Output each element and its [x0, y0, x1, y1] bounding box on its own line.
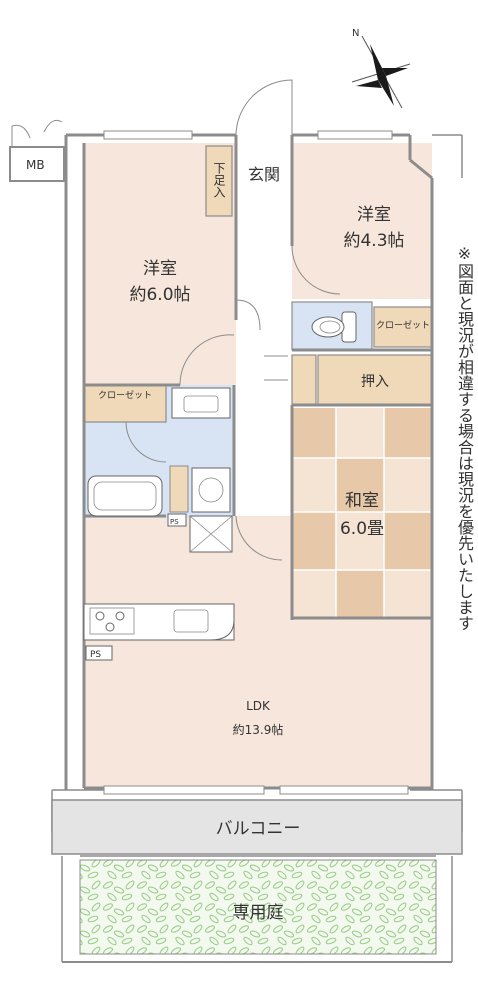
garden-label: 専用庭 [233, 903, 284, 923]
closet-right-label: クローゼット [376, 319, 430, 331]
western-large-size: 約6.0帖 [129, 285, 190, 305]
shoe-storage [205, 145, 233, 217]
washing-machine-icon [191, 467, 231, 513]
closet-left [83, 384, 167, 423]
small-storage [291, 354, 317, 406]
ps-shaft-lower: PS [85, 645, 113, 661]
storage-near-bath [169, 465, 189, 513]
western-small-name: 洋室 [357, 205, 391, 225]
kitchen-counter [83, 603, 235, 641]
ps-shaft-upper: PS [167, 513, 233, 553]
compass-icon: N [351, 28, 411, 109]
garden [79, 859, 437, 955]
room-western-small [292, 143, 432, 299]
balcony-label: バルコニー [216, 819, 301, 839]
ldk-size: 約13.9帖 [233, 722, 284, 737]
shoe-storage-label: 下足入 [212, 162, 226, 198]
washbasin-icon [171, 387, 231, 419]
entrance-hall [236, 160, 292, 516]
closet-right [373, 306, 433, 348]
bathtub-icon [87, 475, 163, 517]
toilet-icon [311, 311, 357, 343]
mb-label: MB [26, 158, 45, 172]
japanese-size: 6.0畳 [340, 519, 384, 539]
ps-upper-label: PS [170, 518, 179, 526]
compass-label: N [352, 28, 359, 39]
ps-lower-label: PS [90, 650, 101, 660]
tatami-grid [292, 408, 432, 618]
japanese-name: 和室 [345, 491, 379, 511]
mb-box: MB [9, 119, 65, 182]
western-small-size: 約4.3帖 [343, 231, 404, 251]
oshiire-storage [317, 354, 433, 406]
entrance-label: 玄関 [248, 165, 280, 184]
ldk-name: LDK [246, 699, 271, 713]
disclaimer-note: ※図面と現況が相違する場合は現況を優先いたします [455, 244, 474, 631]
oshiire-label: 押入 [361, 374, 389, 390]
closet-left-label: クローゼット [98, 389, 152, 401]
western-large-name: 洋室 [143, 259, 177, 279]
balcony [51, 799, 463, 855]
